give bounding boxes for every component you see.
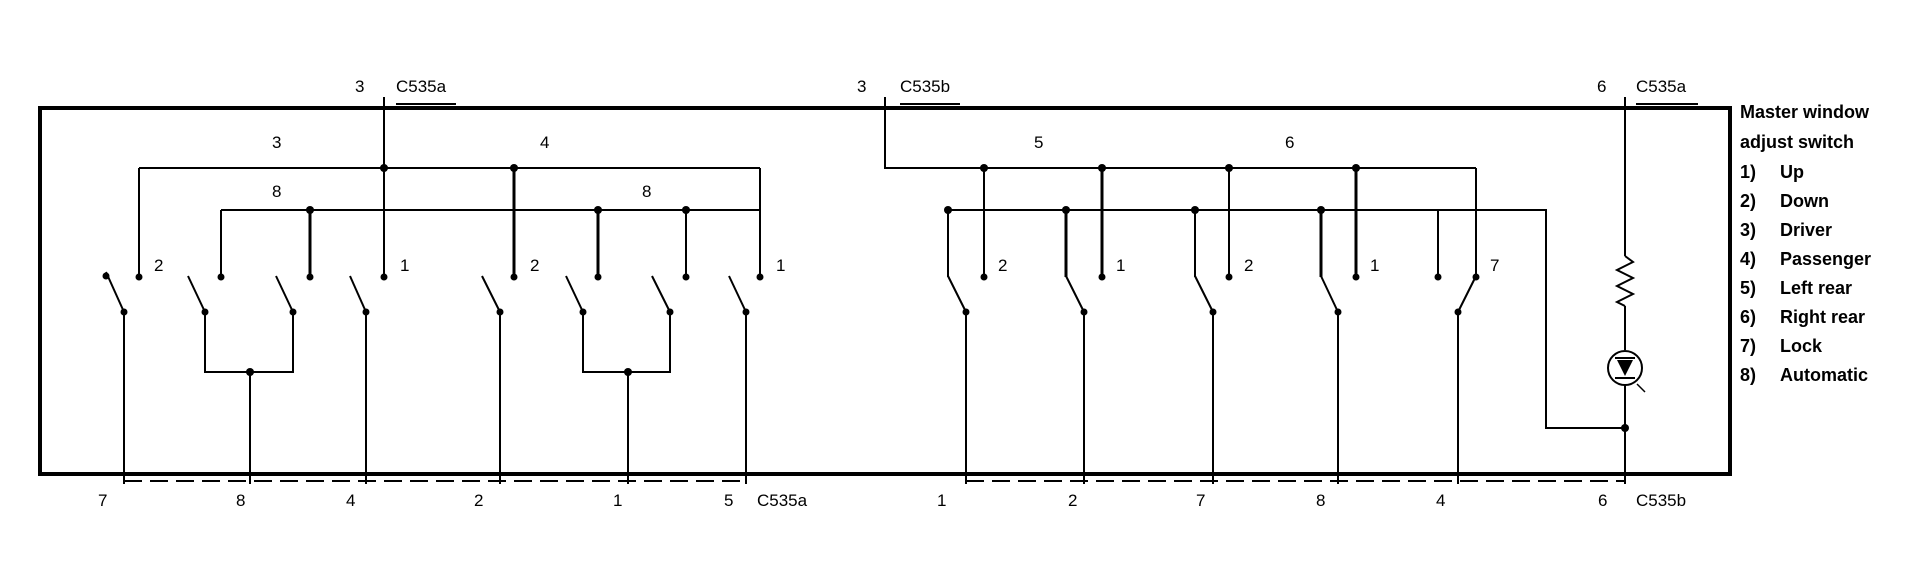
legend-item-num: 4) <box>1740 249 1756 269</box>
legend-item-label: Up <box>1780 162 1804 182</box>
legend-item-num: 2) <box>1740 191 1756 211</box>
bottom-pin-label: 4 <box>346 491 355 510</box>
legend-item-label: Driver <box>1780 220 1832 240</box>
legend-item-num: 5) <box>1740 278 1756 298</box>
bottom-pin-label: 5 <box>724 491 733 510</box>
top-pin-label: 6 <box>1597 77 1606 96</box>
left-group-wiring <box>105 108 761 474</box>
legend-item-label: Left rear <box>1780 278 1852 298</box>
top-connector-labels: 3 C535a 3 C535b 6 C535a <box>355 77 1687 96</box>
switch-label: 1 <box>1116 256 1125 275</box>
switch-label: 2 <box>998 256 1007 275</box>
switch-label: 2 <box>154 256 163 275</box>
legend-item-num: 7) <box>1740 336 1756 356</box>
legend-title: adjust switch <box>1740 132 1854 152</box>
bottom-pin-label: 7 <box>1196 491 1205 510</box>
bottom-pin-labels: 7 8 4 2 1 5 C535a 1 2 7 8 4 6 C535b <box>98 491 1686 510</box>
legend-item-label: Lock <box>1780 336 1823 356</box>
switch-label: 2 <box>530 256 539 275</box>
bus-label: 4 <box>540 133 549 152</box>
right-group-wiring <box>884 108 1625 474</box>
legend-item-label: Right rear <box>1780 307 1865 327</box>
legend-item-label: Automatic <box>1780 365 1868 385</box>
bus-labels: 3 4 8 8 5 6 <box>272 133 1294 201</box>
switch-label: 1 <box>1370 256 1379 275</box>
bottom-pin-label: 1 <box>613 491 622 510</box>
bottom-connector-label: C535a <box>757 491 808 510</box>
resistor-icon <box>1614 255 1636 307</box>
bottom-pin-label: 2 <box>474 491 483 510</box>
illumination-circuit <box>1607 108 1646 474</box>
top-connector-label: C535b <box>900 77 950 96</box>
bottom-harness <box>123 474 1626 484</box>
legend-item-num: 8) <box>1740 365 1756 385</box>
bottom-pin-label: 2 <box>1068 491 1077 510</box>
top-connector-leads <box>383 97 1626 108</box>
bus-label: 5 <box>1034 133 1043 152</box>
junction-dots <box>102 164 1629 432</box>
legend-title: Master window <box>1740 102 1870 122</box>
top-pin-label: 3 <box>355 77 364 96</box>
legend-item-num: 6) <box>1740 307 1756 327</box>
legend-item-num: 1) <box>1740 162 1756 182</box>
bus-label: 8 <box>642 182 651 201</box>
bottom-pin-label: 8 <box>236 491 245 510</box>
bottom-connector-label: C535b <box>1636 491 1686 510</box>
bottom-pin-label: 7 <box>98 491 107 510</box>
bottom-pin-label: 8 <box>1316 491 1325 510</box>
bottom-pin-label: 4 <box>1436 491 1445 510</box>
legend-item-label: Down <box>1780 191 1829 211</box>
switch-position-labels: 2 1 2 1 2 1 2 1 7 <box>154 256 1499 275</box>
bus-label: 8 <box>272 182 281 201</box>
bottom-pin-label: 6 <box>1598 491 1607 510</box>
top-connector-label: C535a <box>396 77 447 96</box>
legend-item-label: Passenger <box>1780 249 1871 269</box>
bus-label: 3 <box>272 133 281 152</box>
bus-label: 6 <box>1285 133 1294 152</box>
legend-item-num: 3) <box>1740 220 1756 240</box>
bottom-pin-label: 1 <box>937 491 946 510</box>
switch-label: 1 <box>400 256 409 275</box>
top-connector-label: C535a <box>1636 77 1687 96</box>
switch-label: 7 <box>1490 256 1499 275</box>
switch-label: 2 <box>1244 256 1253 275</box>
top-pin-label: 3 <box>857 77 866 96</box>
switch-label: 1 <box>776 256 785 275</box>
legend: Master window adjust switch 1) Up 2) Dow… <box>1740 102 1871 385</box>
